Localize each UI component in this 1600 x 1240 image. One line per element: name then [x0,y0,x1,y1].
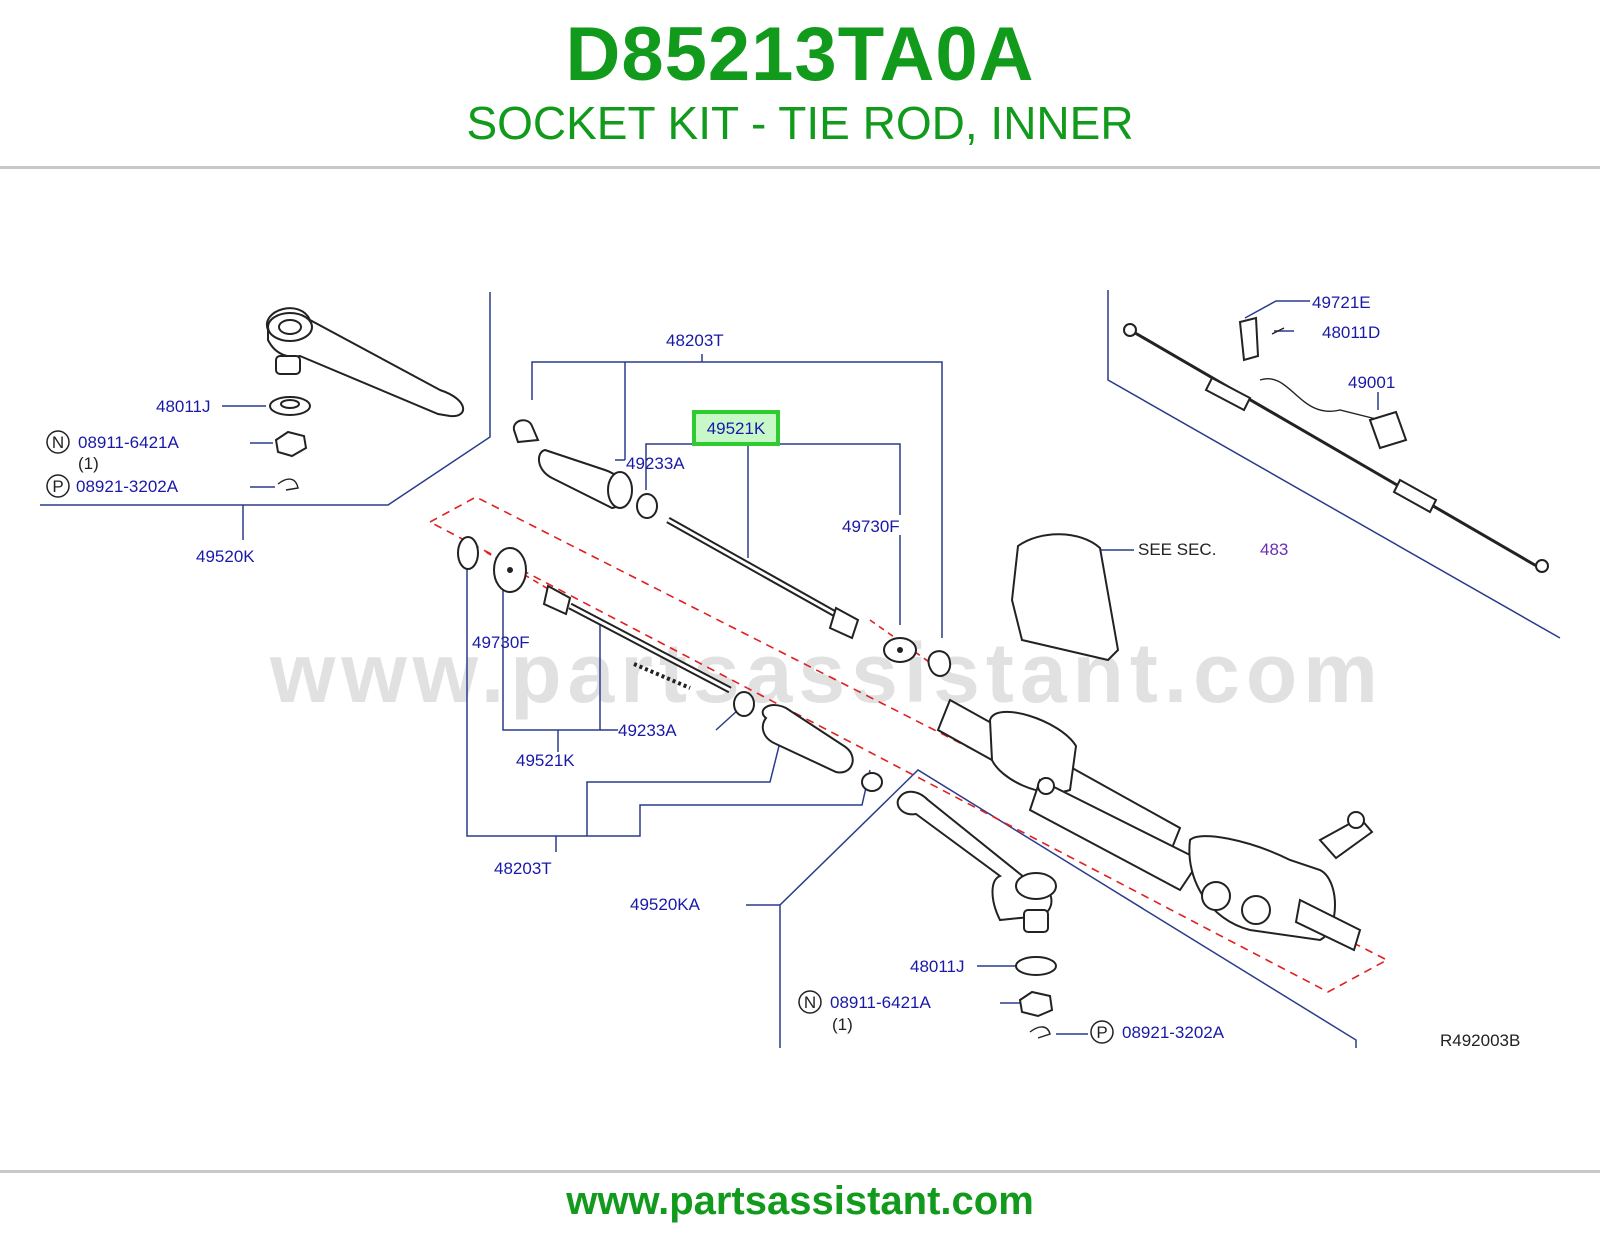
label-49730F-low[interactable]: 49730F [472,633,530,652]
watermark: www.partsassistant.com [269,626,1384,720]
label-48203T-low[interactable]: 48203T [494,859,552,878]
tie-rod-lower-kit [457,536,883,792]
label-48011D[interactable]: 48011D [1322,323,1380,342]
svg-text:P: P [52,477,63,496]
badge-p-top: P [46,474,70,498]
label-49233A-top[interactable]: 49233A [626,454,685,473]
see-section-text: SEE SEC. [1138,540,1216,559]
tie-rod-end-lower [896,790,1057,1039]
label-08911-6421A-low[interactable]: 08911-6421A [830,993,931,1012]
drawing-code: R492003B [1440,1031,1520,1050]
svg-text:N: N [52,433,64,452]
label-08911-6421A-top[interactable]: 08911-6421A [78,433,179,452]
highlight-49521k[interactable]: 49521K [692,410,780,446]
footer-divider [0,1170,1600,1173]
badge-n-low: N [798,990,822,1014]
svg-text:P: P [1096,1023,1107,1042]
label-49520K[interactable]: 49520K [196,547,255,566]
header-divider [0,166,1600,169]
badge-p-low: P [1090,1020,1114,1044]
steering-rack-housing [936,698,1374,952]
label-08921-3202A-low[interactable]: 08921-3202A [1122,1023,1225,1042]
rack-assembly-inset [1123,316,1549,573]
badge-n-top: N [46,430,70,454]
label-08921-3202A-top[interactable]: 08921-3202A [76,477,179,496]
label-qty-low: (1) [832,1015,853,1034]
label-49233A-low[interactable]: 49233A [618,721,677,740]
label-48011J-top[interactable]: 48011J [156,397,211,416]
label-49520KA[interactable]: 49520KA [630,895,701,914]
label-49001[interactable]: 49001 [1348,373,1395,392]
splash-guard [1010,533,1120,662]
leader-lines [40,290,1561,1048]
svg-text:N: N [804,993,816,1012]
label-48203T-top[interactable]: 48203T [666,331,724,350]
tie-rod-end-upper [265,307,465,491]
tie-rod-upper-kit [512,419,952,677]
label-49721E[interactable]: 49721E [1312,293,1371,312]
see-section-link[interactable]: 483 [1260,540,1288,559]
label-48011J-low[interactable]: 48011J [910,957,965,976]
part-description: SOCKET KIT - TIE ROD, INNER [466,97,1134,149]
label-49521K-low[interactable]: 49521K [516,751,575,770]
label-49730F-top[interactable]: 49730F [842,517,900,536]
footer-url[interactable]: www.partsassistant.com [566,1179,1034,1223]
part-number-title: D85213TA0A [565,12,1035,97]
label-qty-top: (1) [78,454,99,473]
parts-diagram: www.partsassistant.com [40,290,1561,1050]
kit-outline [428,496,1389,993]
svg-text:49521K: 49521K [707,419,766,438]
